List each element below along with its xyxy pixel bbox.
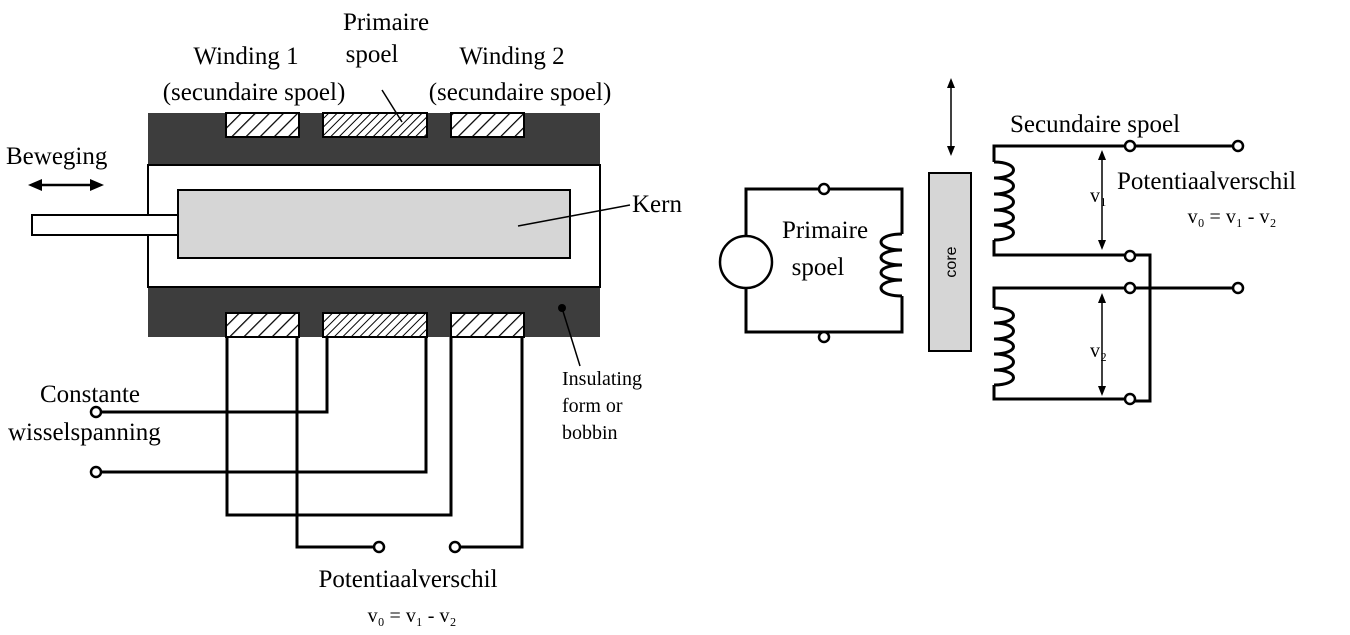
secondary-coil-label: Secundaire spoel (1010, 111, 1180, 138)
terminal-source-2 (89, 465, 103, 479)
winding1-sublabel: (secundaire spoel) (163, 79, 346, 106)
winding1-bottom (225, 312, 300, 338)
primary-label-line1: Primaire (343, 9, 429, 36)
source-label-line1: Constante (40, 381, 140, 408)
primary-terminal-top (817, 182, 831, 196)
primary-label-line2: spoel (346, 41, 399, 68)
wire-w1-w2-link (225, 337, 453, 517)
bobbin-label-line2: form or (562, 395, 623, 417)
core (177, 189, 571, 259)
source-label-line2: wisselspanning (8, 419, 161, 446)
left-lvdt-cross-section: Primaire spoel Winding 1 (secundaire spo… (6, 9, 682, 627)
winding2-top (450, 112, 525, 138)
core-bar (928, 172, 972, 352)
output-terminal-1 (1231, 139, 1245, 153)
primary-coil-bottom-wire (824, 296, 904, 334)
v1-label: v₁ (1090, 185, 1107, 207)
core-motion-arrow-icon (947, 78, 955, 156)
bobbin-label-line1: Insulating (562, 368, 642, 390)
winding2-sublabel: (secundaire spoel) (429, 79, 612, 106)
winding2-label: Winding 2 (459, 43, 564, 70)
secondary2-top-wire (992, 286, 1238, 308)
output-label-right: Potentiaalverschil (1117, 168, 1296, 195)
primary-coil-top-wire (824, 187, 904, 234)
secondary-coil-2 (993, 306, 1015, 387)
output-terminal-2 (1231, 281, 1245, 295)
terminal-source-1 (89, 405, 103, 419)
core-label: Kern (632, 191, 682, 218)
secondary-terminal-1 (1123, 139, 1137, 153)
core-leader (517, 204, 631, 227)
primary-coil-top (322, 112, 428, 138)
output-label: Potentiaalverschil (318, 566, 497, 593)
output-formula: v₀ = v₁ - v₂ (368, 605, 457, 627)
winding1-label: Winding 1 (193, 43, 298, 70)
core-rod (31, 214, 179, 236)
right-lvdt-schematic: core Primaire spoel (718, 78, 1296, 406)
secondary1-top-wire (992, 144, 1238, 162)
wire-source-2 (96, 337, 428, 474)
winding2-bottom (450, 312, 525, 338)
bobbin-leader-dot (558, 304, 566, 312)
secondary-terminal-2 (1123, 249, 1137, 263)
wire-out-1 (295, 337, 379, 549)
primary-label-line2-right: spoel (792, 254, 845, 281)
secondary2-bottom-wire (992, 385, 1128, 401)
bobbin-leader (561, 307, 581, 367)
v1-arrow-icon (1098, 150, 1106, 250)
primary-label-line1-right: Primaire (782, 217, 868, 244)
terminal-output-2 (448, 540, 462, 554)
core-bar-label: core (943, 246, 960, 277)
bobbin-label-line3: bobbin (562, 422, 618, 444)
v2-label: v₂ (1090, 340, 1107, 362)
primary-terminal-bottom (817, 330, 831, 344)
secondary1-bottom-wire (992, 240, 1152, 403)
primary-coil-bottom (322, 312, 428, 338)
secondary-terminal-3 (1123, 281, 1137, 295)
ac-source-icon (718, 234, 774, 290)
v2-arrow-icon (1098, 293, 1106, 396)
motion-label: Beweging (6, 143, 108, 170)
motion-arrow-icon (28, 179, 104, 191)
primary-leader (381, 89, 403, 123)
output-formula-right: v₀ = v₁ - v₂ (1188, 206, 1277, 228)
wire-source-1 (96, 337, 329, 414)
terminal-output-1 (372, 540, 386, 554)
secondary-terminal-4 (1123, 392, 1137, 406)
secondary-coil-1 (993, 160, 1015, 242)
primary-coil (879, 232, 903, 298)
winding1-top (225, 112, 300, 138)
wire-out-2 (455, 337, 524, 549)
